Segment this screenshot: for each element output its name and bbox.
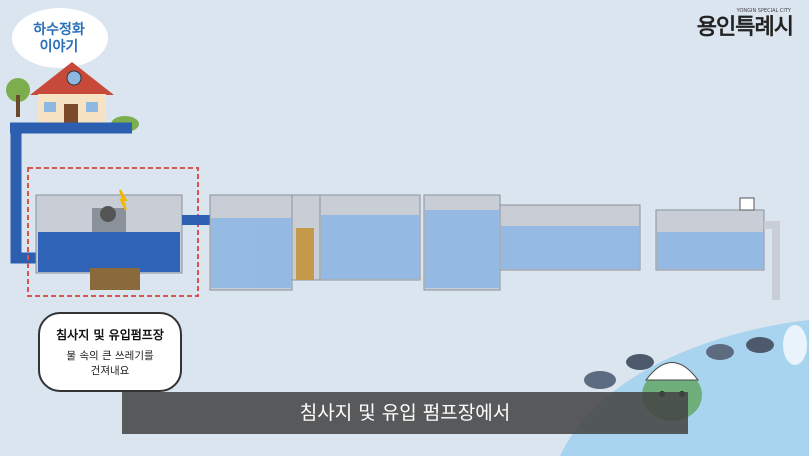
series-title: 하수정화 이야기 bbox=[14, 22, 104, 56]
house-icon bbox=[6, 8, 139, 132]
yongin-city-logo: YONGIN SPECIAL CITY 용인특례시 bbox=[696, 8, 794, 41]
grit-chamber bbox=[35, 189, 183, 290]
series-title-line1: 하수정화 bbox=[33, 22, 85, 38]
highlight-box bbox=[27, 167, 199, 297]
callout-title: 침사지 및 유입펌프장 bbox=[56, 328, 164, 342]
logo-text: 용인특례시 bbox=[696, 15, 794, 40]
inlet-pipe bbox=[10, 122, 132, 264]
series-title-line2: 이야기 bbox=[39, 39, 79, 55]
subtitle-caption: 침사지 및 유입 펌프장에서 bbox=[122, 392, 688, 434]
callout-desc-line2: 건져내요 bbox=[90, 365, 130, 377]
callout-desc-line1: 물 속의 큰 쓰레기를 bbox=[66, 350, 154, 362]
logo-subtext: YONGIN SPECIAL CITY bbox=[736, 8, 791, 14]
callout-bubble: 침사지 및 유입펌프장 물 속의 큰 쓰레기를 건져내요 bbox=[38, 312, 182, 392]
callout-description: 물 속의 큰 쓰레기를 건져내요 bbox=[40, 349, 180, 379]
